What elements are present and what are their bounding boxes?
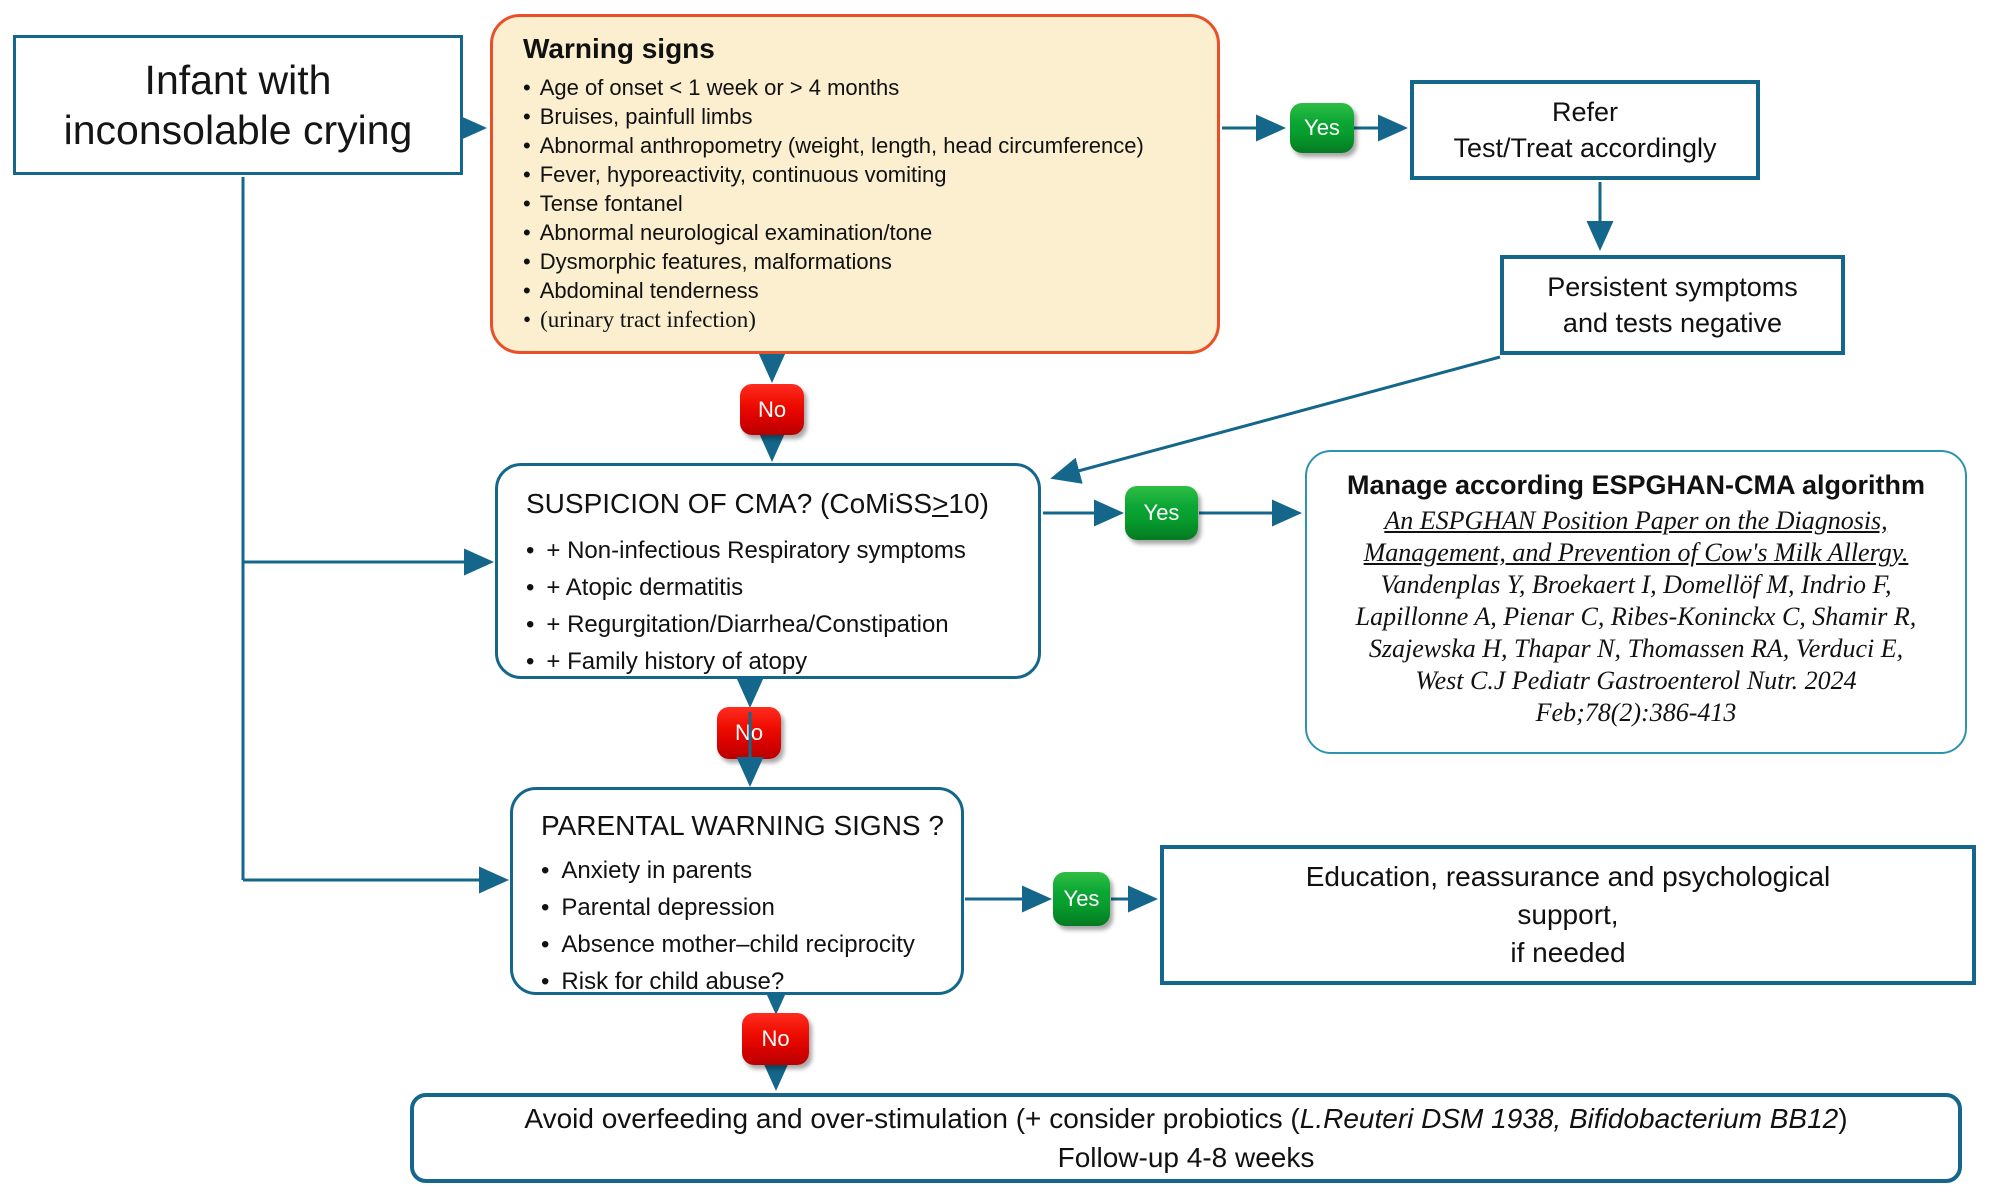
list-item: Risk for child abuse? — [541, 963, 951, 1000]
list-item: if needed — [1510, 937, 1626, 968]
list-item: Refer — [1551, 97, 1619, 127]
no-badge-warning: No — [740, 384, 804, 435]
final-advice-line1: Avoid overfeeding and over-stimulation (… — [414, 1099, 1958, 1138]
yes-badge-parental: Yes — [1053, 872, 1110, 926]
list-item: + Atopic dermatitis — [526, 569, 1028, 606]
no-badge-parental: No — [742, 1013, 809, 1065]
arrow-persistent-to-suspicion — [1050, 355, 1501, 484]
suspicion-cma-title: SUSPICION OF CMA? (CoMiSS>10) — [526, 488, 1028, 520]
parental-warning-signs-title: PARENTAL WARNING SIGNS ? — [541, 810, 944, 841]
yes-badge-suspicion: Yes — [1125, 486, 1198, 540]
no-badge-suspicion: No — [717, 707, 781, 759]
list-item: Abnormal anthropometry (weight, length, … — [523, 131, 1207, 160]
list-item: Bruises, painfull limbs — [523, 102, 1207, 131]
suspicion-title-suffix: 10) — [948, 488, 989, 519]
list-item: An ESPGHAN Position Paper on the Diagnos… — [1384, 506, 1888, 535]
suspicion-title-prefix: SUSPICION OF CMA? (CoMiSS — [526, 488, 933, 519]
list-item: Absence mother–child reciprocity — [541, 926, 951, 963]
list-item: Test/Treat accordingly — [1453, 133, 1717, 163]
list-item: Tense fontanel — [523, 189, 1207, 218]
suspicion-title-gte-sign: > — [932, 488, 949, 519]
list-item: and tests negative — [1562, 308, 1783, 338]
list-item: + Family history of atopy — [526, 643, 1028, 680]
list-item: Persistent symptoms — [1547, 272, 1798, 302]
list-item: Lapillonne A, Pienar C, Ribes-Koninckx C… — [1355, 602, 1917, 631]
manage-espghan-box: Manage according ESPGHAN-CMA algorithm A… — [1305, 450, 1967, 754]
list-item: Fever, hyporeactivity, continuous vomiti… — [523, 160, 1207, 189]
list-item: West C.J Pediatr Gastroenterol Nutr. 202… — [1415, 666, 1857, 695]
list-item: Dysmorphic features, malformations — [523, 247, 1207, 276]
final-line1-suffix: ) — [1838, 1103, 1848, 1134]
parental-warning-signs-list: Anxiety in parentsParental depressionAbs… — [541, 852, 951, 1000]
final-line1-probiotics: L.Reuteri DSM 1938, Bifidobacterium BB12 — [1299, 1103, 1839, 1134]
persistent-symptoms-box: Persistent symptoms and tests negative — [1500, 255, 1845, 355]
list-item: Vandenplas Y, Broekaert I, Domellöf M, I… — [1380, 570, 1892, 599]
list-item: Infant with — [144, 57, 332, 103]
final-advice-box: Avoid overfeeding and over-stimulation (… — [410, 1093, 1962, 1183]
list-item: inconsolable crying — [63, 107, 413, 153]
list-item: Feb;78(2):386-413 — [1535, 698, 1737, 727]
yes-badge-warning: Yes — [1290, 103, 1354, 153]
list-item: (urinary tract infection) — [523, 305, 1207, 334]
list-item: Education, reassurance and psychological — [1305, 861, 1831, 892]
warning-signs-box: Warning signs Age of onset < 1 week or >… — [490, 14, 1220, 354]
list-item: + Non-infectious Respiratory symptoms — [526, 532, 1028, 569]
list-item: support, — [1517, 899, 1619, 930]
final-line1-prefix: Avoid overfeeding and over-stimulation (… — [524, 1103, 1300, 1134]
list-item: Management, and Prevention of Cow's Milk… — [1363, 538, 1909, 567]
espghan-paper-citation: Vandenplas Y, Broekaert I, Domellöf M, I… — [1307, 569, 1965, 729]
education-support-box: Education, reassurance and psychological… — [1160, 845, 1976, 985]
final-advice-line2: Follow-up 4-8 weeks — [1057, 1142, 1315, 1173]
warning-signs-list: Age of onset < 1 week or > 4 monthsBruis… — [523, 73, 1207, 334]
parental-warning-signs-box: PARENTAL WARNING SIGNS ? Anxiety in pare… — [510, 787, 964, 995]
list-item: Abnormal neurological examination/tone — [523, 218, 1207, 247]
suspicion-criteria-list: + Non-infectious Respiratory symptoms+ A… — [526, 532, 1028, 680]
warning-signs-title: Warning signs — [523, 33, 715, 64]
list-item: Anxiety in parents — [541, 852, 951, 889]
list-item: + Regurgitation/Diarrhea/Constipation — [526, 606, 1028, 643]
list-item: Age of onset < 1 week or > 4 months — [523, 73, 1207, 102]
list-item: Szajewska H, Thapar N, Thomassen RA, Ver… — [1368, 634, 1904, 663]
list-item: Abdominal tenderness — [523, 276, 1207, 305]
manage-espghan-title: Manage according ESPGHAN-CMA algorithm — [1346, 470, 1926, 500]
suspicion-cma-box: SUSPICION OF CMA? (CoMiSS>10) + Non-infe… — [495, 463, 1041, 679]
espghan-paper-title: An ESPGHAN Position Paper on the Diagnos… — [1307, 505, 1965, 569]
list-item: Parental depression — [541, 889, 951, 926]
